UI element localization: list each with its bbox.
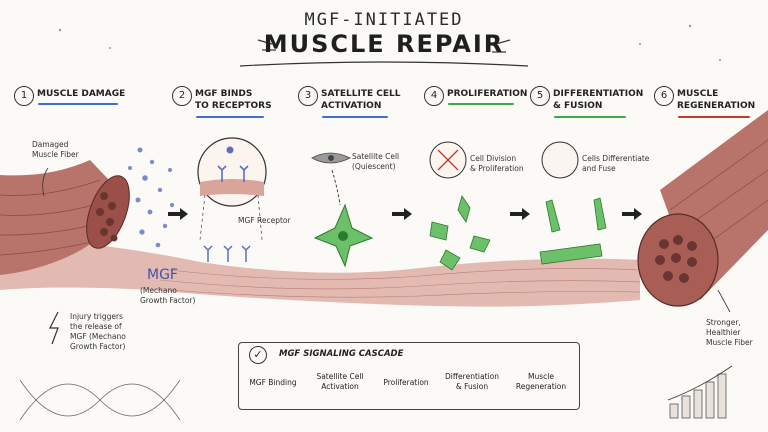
activation-arrow — [331, 169, 341, 206]
step-2-underline — [196, 116, 264, 118]
step-3-number: 3 — [298, 86, 318, 106]
cascade-step-1-line-1: MGF Binding — [249, 378, 297, 387]
title-decoration — [239, 39, 529, 67]
step-4-label: PROLIFERATION — [447, 89, 528, 99]
title-line-2: MUSCLE REPAIR — [263, 30, 505, 58]
cascade-step-3: Proliferation — [378, 378, 434, 388]
step-3-label-line-1: SATELLITE CELL — [321, 89, 401, 99]
step-2-label-line-1: MGF BINDS — [195, 89, 253, 99]
cascade-step-2-line-2: Activation — [321, 382, 359, 391]
lightning-icon — [49, 311, 59, 345]
differentiating-cells — [539, 197, 607, 265]
checkmark-icon: ✓ — [249, 346, 267, 364]
mgf-subtitle-line-1: (Mechano — [140, 286, 177, 295]
stronger-note: Stronger, Healthier Muscle Fiber — [706, 318, 753, 348]
step-2-number: 2 — [172, 86, 192, 106]
background-sparkles — [58, 24, 721, 61]
step-1-underline — [38, 103, 118, 105]
cascade-step-5: Muscle Regeneration — [510, 372, 572, 392]
mgf-subtitle-line-2: Growth Factor) — [140, 296, 196, 305]
step-2-label-line-2: TO RECEPTORS — [195, 101, 272, 111]
damaged-fiber-bundles — [96, 192, 118, 242]
stronger-note-line-2: Healthier — [706, 328, 741, 337]
step-5-label-line-1: DIFFERENTIATION — [553, 89, 644, 99]
stronger-note-line-1: Stronger, — [706, 318, 741, 327]
step-3-label-line-2: ACTIVATION — [321, 101, 382, 111]
cascade-title: MGF SIGNALING CASCADE — [279, 349, 404, 359]
step-6-label-line-1: MUSCLE — [677, 89, 719, 99]
satellite-note-line-2: (Quiescent) — [352, 162, 396, 171]
mgf-particles — [128, 147, 175, 248]
injury-note: Injury triggers the release of MGF (Mech… — [70, 312, 126, 352]
damaged-fiber-cross-section — [86, 175, 130, 249]
cascade-step-5-line-2: Regeneration — [515, 382, 567, 391]
division-note-line-2: & Proliferation — [470, 164, 524, 173]
differentiation-inset-circle — [541, 141, 579, 179]
damaged-fiber-note-line-2: Muscle Fiber — [32, 150, 79, 159]
injury-note-line-2: the release of — [70, 322, 122, 331]
tissue-fibers — [159, 268, 641, 298]
signaling-cascade-box: ✓ MGF SIGNALING CASCADE — [238, 342, 580, 410]
cascade-step-3-line-1: Proliferation — [383, 378, 429, 387]
mgf-bound-ligand — [226, 146, 234, 154]
mgf-subtitle: (Mechano Growth Factor) — [140, 286, 195, 306]
title-line-1: MGF-INITIATED — [304, 10, 464, 30]
muscle-tissue-band — [0, 235, 640, 307]
cascade-step-4-line-1: Differentiation — [445, 372, 499, 381]
growth-chart-decoration — [667, 365, 733, 419]
cascade-step-4: Differentiation & Fusion — [442, 372, 502, 392]
receptor-note: MGF Receptor — [238, 216, 291, 225]
satellite-note: Satellite Cell (Quiescent) — [352, 152, 399, 172]
cascade-step-1: MGF Binding — [244, 378, 302, 388]
inset-pointers — [199, 194, 263, 241]
quiescent-satellite-cell — [311, 152, 351, 164]
step-3-underline — [322, 116, 388, 118]
step-1-label: MUSCLE DAMAGE — [37, 89, 126, 99]
differentiate-note-line-2: and Fuse — [582, 164, 616, 173]
cascade-step-4-line-2: & Fusion — [455, 382, 489, 391]
receptor-inset-membrane — [200, 179, 264, 196]
injury-note-line-4: Growth Factor) — [70, 342, 126, 351]
step-5-number: 5 — [530, 86, 550, 106]
mgf-label: MGF — [147, 267, 178, 283]
regenerated-fiber-bundles — [655, 235, 697, 283]
dna-icon — [437, 149, 459, 171]
activated-satellite-cell — [313, 203, 374, 268]
step-4-underline — [448, 103, 514, 105]
injury-note-line-1: Injury triggers — [70, 312, 123, 321]
division-note: Cell Division & Proliferation — [470, 154, 524, 174]
injury-note-line-3: MGF (Mechano — [70, 332, 126, 341]
membrane-receptors — [203, 245, 251, 262]
step-4-number: 4 — [424, 86, 444, 106]
step-6-label-line-2: REGENERATION — [677, 101, 756, 111]
step-5-label-line-2: & FUSION — [553, 101, 603, 111]
annotation-pointers — [42, 167, 731, 313]
damaged-fiber-note-line-1: Damaged — [32, 140, 69, 149]
step-1-number: 1 — [14, 86, 34, 106]
division-note-line-1: Cell Division — [470, 154, 517, 163]
damaged-fiber-note: Damaged Muscle Fiber — [32, 140, 79, 160]
cascade-step-5-line-1: Muscle — [528, 372, 554, 381]
differentiate-note-line-1: Cells Differentiate — [582, 154, 650, 163]
process-arrows — [168, 208, 642, 220]
step-5-underline — [554, 116, 626, 118]
damaged-muscle-fiber — [0, 160, 128, 275]
dna-helix-decoration — [19, 379, 181, 421]
stronger-note-line-3: Muscle Fiber — [706, 338, 753, 347]
receptor-inset-receptors — [217, 165, 249, 182]
cascade-step-2-line-1: Satellite Cell — [316, 372, 364, 381]
differentiate-note: Cells Differentiate and Fuse — [582, 154, 649, 174]
cascade-step-2: Satellite Cell Activation — [310, 372, 370, 392]
step-6-number: 6 — [654, 86, 674, 106]
satellite-note-line-1: Satellite Cell — [352, 152, 400, 161]
proliferating-cells — [429, 195, 491, 271]
step-6-underline — [678, 116, 750, 118]
